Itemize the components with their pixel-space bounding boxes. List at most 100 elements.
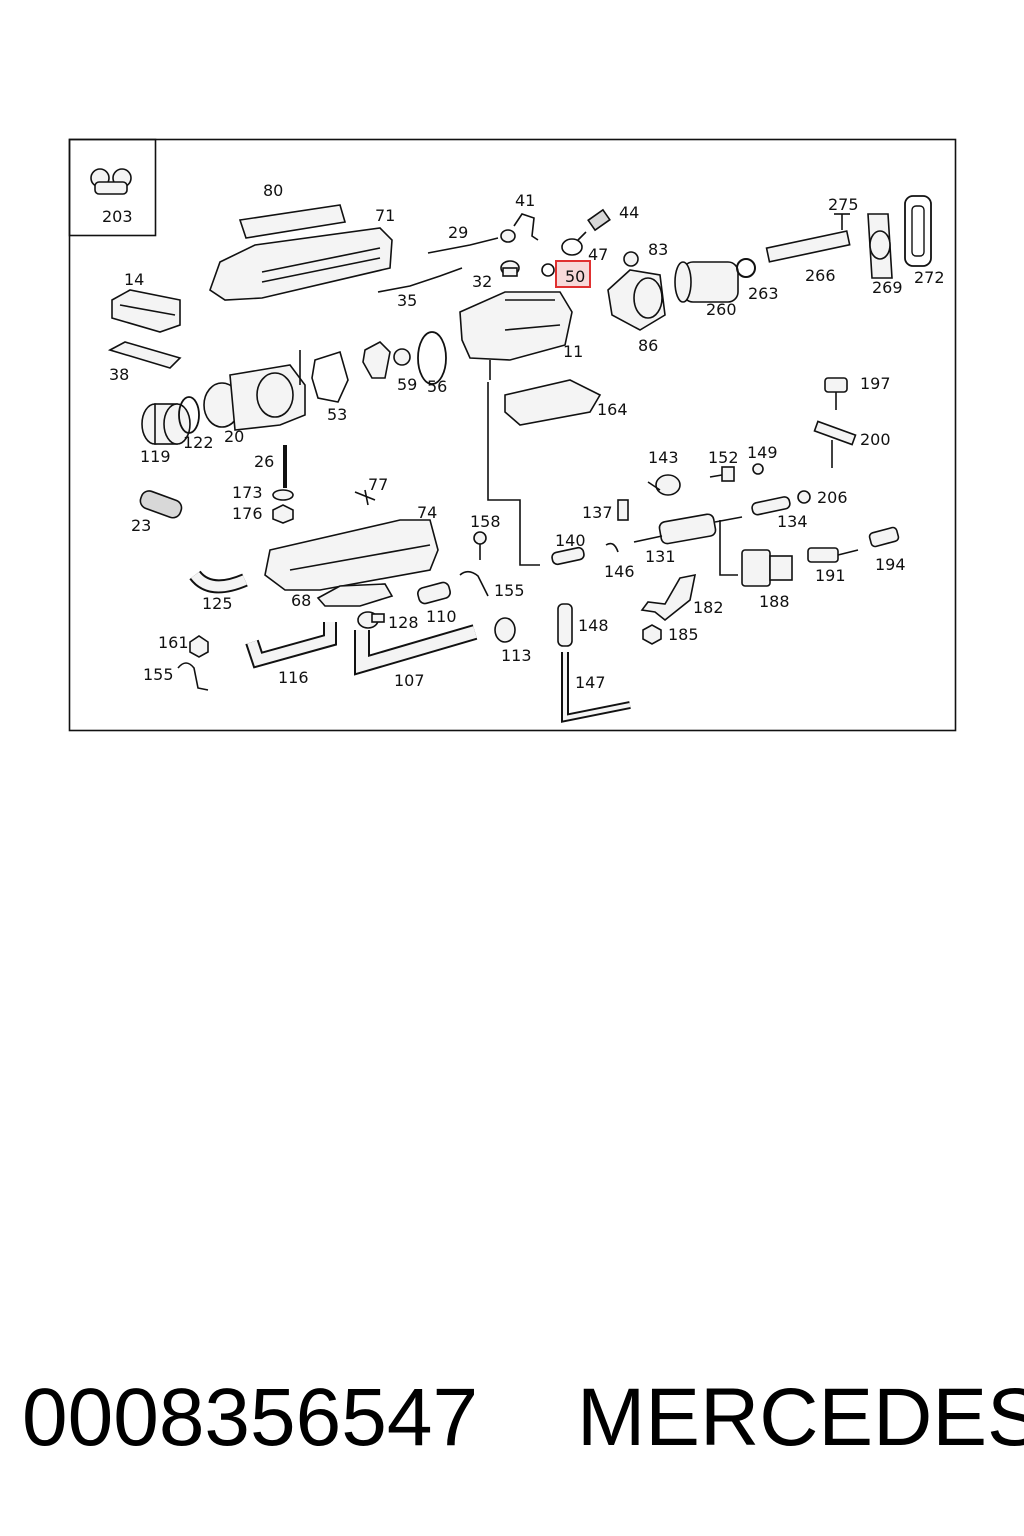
part-122-ring	[178, 396, 200, 434]
label-128: 128	[388, 613, 419, 632]
label-116: 116	[278, 668, 309, 687]
part-148-sleeve	[557, 603, 573, 647]
part-197-valve	[824, 377, 848, 410]
label-149: 149	[747, 443, 778, 462]
label-77: 77	[368, 475, 388, 494]
part-116-pipe-inner	[247, 622, 335, 667]
label-200: 200	[860, 430, 891, 449]
part-83-washer	[623, 251, 639, 267]
label-74: 74	[417, 503, 437, 522]
label-203: 203	[102, 207, 133, 226]
part-71-cover	[209, 227, 393, 301]
label-147: 147	[575, 673, 606, 692]
part-119-filter	[141, 403, 191, 445]
brand-name: MERCEDES	[577, 1372, 1024, 1463]
label-32: 32	[472, 272, 492, 291]
label-71: 71	[375, 206, 395, 225]
part-140-hose	[551, 546, 585, 566]
label-35: 35	[397, 291, 417, 310]
label-152: 152	[708, 448, 739, 467]
label-122: 122	[183, 433, 214, 452]
label-146: 146	[604, 562, 635, 581]
part-86-duct	[607, 269, 666, 331]
label-26: 26	[254, 452, 274, 471]
label-191: 191	[815, 566, 846, 585]
label-275: 275	[828, 195, 859, 214]
label-41: 41	[515, 191, 535, 210]
part-80-strip	[238, 204, 347, 239]
label-206: 206	[817, 488, 848, 507]
label-125: 125	[202, 594, 233, 613]
part-131-pump	[633, 513, 743, 545]
label-185: 185	[668, 625, 699, 644]
part-35-cable	[377, 267, 463, 293]
inset-box-203	[68, 138, 157, 237]
label-173: 173	[232, 483, 263, 502]
part-77-clip	[354, 489, 376, 506]
part-155-clamp-upper	[459, 570, 489, 597]
part-191-plug	[807, 547, 859, 563]
part-137-fitting	[617, 499, 629, 521]
part-107-pipe-inner	[356, 626, 477, 674]
label-20: 20	[224, 427, 244, 446]
part-155-clamp-lower	[177, 662, 209, 691]
part-200-tee	[813, 420, 857, 468]
part-44-sensor	[577, 208, 611, 241]
part-185-nut	[642, 624, 662, 645]
part-263-clamp	[736, 258, 756, 278]
part-50-spring	[541, 263, 555, 277]
part-59-ring	[393, 348, 411, 366]
label-143: 143	[648, 448, 679, 467]
part-32-fitting	[500, 260, 520, 277]
label-134: 134	[777, 512, 808, 531]
part-110-sleeve	[417, 581, 451, 605]
part-194-nozzle	[868, 526, 900, 548]
label-68: 68	[291, 591, 311, 610]
part-74-exhaust-housing	[264, 519, 439, 591]
part-266-tube	[765, 230, 851, 263]
part-41-clip	[513, 213, 539, 241]
part-149-screw	[752, 463, 764, 475]
part-146-clip	[605, 542, 619, 553]
part-128-clamp	[357, 611, 385, 629]
part-11-burner-housing	[459, 291, 573, 380]
caption-bar: 0008356547 MERCEDES	[22, 1368, 1024, 1468]
label-56: 56	[427, 377, 447, 396]
label-155-upper: 155	[494, 581, 525, 600]
label-110: 110	[426, 607, 457, 626]
part-29-connector	[500, 229, 516, 243]
label-148: 148	[578, 616, 609, 635]
label-47: 47	[588, 245, 608, 264]
part-152-bolt	[709, 466, 735, 482]
part-14-control-unit	[111, 289, 181, 333]
label-38: 38	[109, 365, 129, 384]
part-176-nut	[272, 504, 294, 524]
label-107: 107	[394, 671, 425, 690]
part-147-tube-inner	[563, 652, 631, 721]
label-131: 131	[645, 547, 676, 566]
part-173-washer	[272, 489, 294, 501]
label-59: 59	[397, 375, 417, 394]
label-182: 182	[693, 598, 724, 617]
label-155-lower: 155	[143, 665, 174, 684]
highlight-box	[555, 260, 591, 288]
highlight-label: 50	[565, 267, 585, 286]
part-68-plate	[316, 583, 394, 607]
exploded-parts-diagram: 50 203 80 71 41 44 29 47 83 275 14 32 35…	[68, 138, 957, 732]
part-164-bracket	[504, 379, 602, 426]
label-29: 29	[448, 223, 468, 242]
part-203-clip	[90, 168, 132, 195]
label-161: 161	[158, 633, 189, 652]
label-269: 269	[872, 278, 903, 297]
part-134-sleeve	[751, 496, 791, 516]
part-269-flange	[867, 213, 893, 279]
leader-line-131	[719, 520, 738, 576]
label-80: 80	[263, 181, 283, 200]
part-143-valve	[647, 474, 681, 496]
label-113: 113	[501, 646, 532, 665]
label-44: 44	[619, 203, 639, 222]
label-86: 86	[638, 336, 658, 355]
part-53-gasket	[311, 350, 349, 403]
label-272: 272	[914, 268, 945, 287]
part-206-cap	[797, 490, 811, 504]
